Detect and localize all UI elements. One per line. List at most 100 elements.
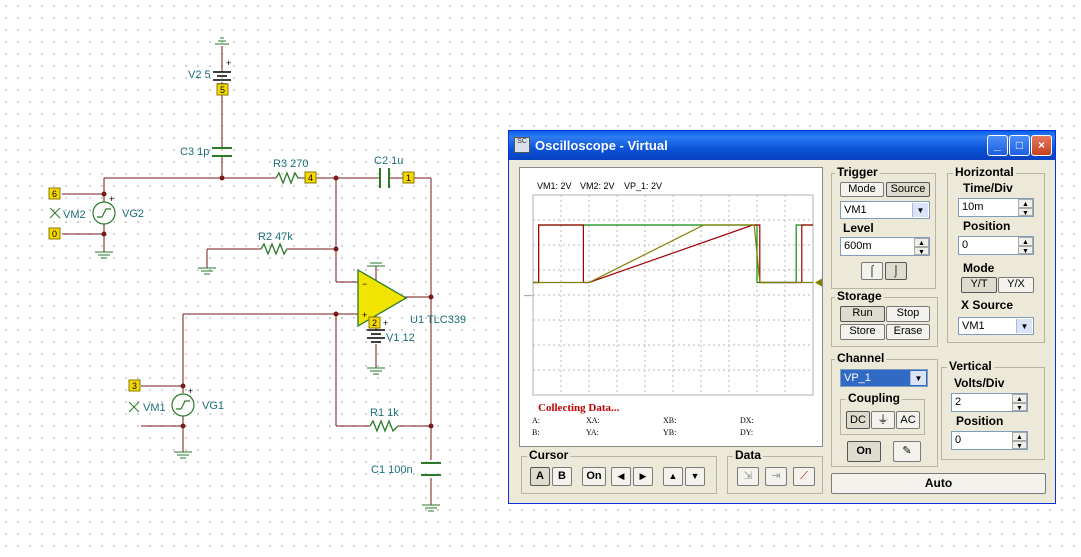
cursor-right-icon[interactable]: ▶ bbox=[633, 467, 653, 486]
window-title: Oscilloscope - Virtual bbox=[535, 138, 668, 153]
h-position-input[interactable]: 0 ▲▼ bbox=[958, 236, 1034, 255]
auto-button[interactable]: Auto bbox=[831, 473, 1046, 494]
label-c3: C3 1p bbox=[180, 146, 209, 158]
label-u1: U1 TLC339 bbox=[410, 314, 466, 326]
readout-b: B: bbox=[532, 428, 540, 437]
timediv-label: Time/Div bbox=[963, 181, 1013, 195]
v-position-input[interactable]: 0 ▲▼ bbox=[951, 431, 1028, 450]
h-position-value: 0 bbox=[962, 239, 969, 251]
label-c1: C1 100n bbox=[371, 464, 413, 476]
chevron-down-icon[interactable]: ▼ bbox=[910, 371, 926, 385]
trigger-title: Trigger bbox=[835, 165, 880, 179]
cursor-down-icon[interactable]: ▼ bbox=[685, 467, 705, 486]
data-group bbox=[727, 456, 823, 494]
timediv-input[interactable]: 10m ▲▼ bbox=[958, 198, 1034, 217]
falling-edge-icon[interactable]: ⌡ bbox=[885, 262, 907, 280]
zero-marker: — bbox=[524, 291, 532, 300]
storage-erase-button[interactable]: Erase bbox=[886, 324, 930, 340]
label-r1: R1 1k bbox=[370, 407, 399, 419]
trigger-mode-button[interactable]: Mode bbox=[840, 182, 884, 197]
label-v1: V1 12 bbox=[386, 332, 415, 344]
plus-v1: + bbox=[383, 318, 388, 328]
storage-store-button[interactable]: Store bbox=[840, 324, 885, 340]
color-picker-icon[interactable]: ✎ bbox=[893, 441, 921, 462]
import-icon[interactable]: ⇲ bbox=[737, 467, 759, 486]
data-title: Data bbox=[733, 448, 764, 462]
coupling-title: Coupling bbox=[846, 391, 902, 405]
cursor-left-icon[interactable]: ◀ bbox=[611, 467, 631, 486]
label-r3: R3 270 bbox=[273, 158, 308, 170]
rising-edge-icon[interactable]: ⌠ bbox=[861, 262, 883, 280]
storage-run-button[interactable]: Run bbox=[840, 306, 885, 322]
cursor-b-button[interactable]: B bbox=[552, 467, 572, 486]
plus-vg1: + bbox=[188, 386, 193, 396]
plus-vg2: + bbox=[109, 194, 114, 204]
readout-xa: XA: bbox=[586, 416, 600, 425]
v-position-spinner[interactable]: ▲▼ bbox=[1012, 432, 1027, 450]
coupling-dc-button[interactable]: DC bbox=[846, 411, 870, 429]
export-icon[interactable]: ⇥ bbox=[765, 467, 787, 486]
coupling-ac-button[interactable]: AC bbox=[896, 411, 920, 429]
storage-stop-button[interactable]: Stop bbox=[886, 306, 930, 322]
readout-dx: DX: bbox=[740, 416, 754, 425]
label-vg1: VG1 bbox=[202, 400, 224, 412]
trigger-source-button[interactable]: Source bbox=[886, 182, 930, 197]
h-position-spinner[interactable]: ▲▼ bbox=[1018, 237, 1033, 255]
label-vg2: VG2 bbox=[122, 208, 144, 220]
node-3: 3 bbox=[132, 381, 137, 391]
coupling-gnd-button[interactable]: ⏚ bbox=[871, 411, 895, 429]
node-4: 4 bbox=[308, 173, 313, 183]
cursor-on-button[interactable]: On bbox=[582, 467, 606, 486]
plus-v2: + bbox=[226, 58, 231, 68]
node-6: 6 bbox=[52, 189, 57, 199]
cursor-a-button[interactable]: A bbox=[530, 467, 550, 486]
xsource-value: VM1 bbox=[962, 320, 985, 332]
channel-select[interactable]: VP_1 ▼ bbox=[840, 369, 928, 387]
voltsdiv-spinner[interactable]: ▲▼ bbox=[1012, 394, 1027, 412]
channel-value: VP_1 bbox=[844, 372, 871, 384]
trace-3 bbox=[533, 224, 813, 284]
vertical-title: Vertical bbox=[947, 359, 994, 373]
trigger-source-select[interactable]: VM1 ▼ bbox=[840, 201, 930, 219]
timediv-value: 10m bbox=[962, 201, 984, 213]
label-vm2: VM2 bbox=[63, 209, 86, 221]
minimize-button[interactable]: _ bbox=[987, 135, 1008, 156]
trigger-level-spinner[interactable]: ▲▼ bbox=[914, 238, 929, 256]
node-5: 5 bbox=[220, 85, 225, 95]
opamp-minus: − bbox=[362, 279, 367, 289]
title-bar[interactable]: SC Oscilloscope - Virtual _ □ × bbox=[509, 131, 1055, 160]
close-button[interactable]: × bbox=[1031, 135, 1052, 156]
h-position-label: Position bbox=[963, 219, 1011, 233]
circuit-schematic: − + V2 5 C3 1p R3 270 C2 1u R2 47k VM2 V… bbox=[48, 37, 466, 512]
mode-yt-button[interactable]: Y/T bbox=[961, 277, 997, 293]
readout-xb: XB: bbox=[663, 416, 677, 425]
xsource-select[interactable]: VM1 ▼ bbox=[958, 317, 1034, 335]
trigger-group bbox=[831, 173, 936, 289]
cursor-up-icon[interactable]: ▲ bbox=[663, 467, 683, 486]
graph-icon[interactable]: ⟋ bbox=[793, 467, 815, 486]
trigger-level-input[interactable]: 600m ▲▼ bbox=[840, 237, 930, 256]
trigger-level-value: 600m bbox=[844, 240, 872, 252]
status-text: Collecting Data... bbox=[538, 402, 620, 414]
channel-label-vm1: VM1: 2V bbox=[537, 181, 572, 191]
scope-graph: — bbox=[524, 194, 822, 396]
timediv-spinner[interactable]: ▲▼ bbox=[1018, 199, 1033, 217]
opamp-plus: + bbox=[362, 310, 367, 320]
maximize-button[interactable]: □ bbox=[1009, 135, 1030, 156]
h-mode-label: Mode bbox=[963, 261, 995, 275]
mode-yx-button[interactable]: Y/X bbox=[998, 277, 1034, 293]
xsource-label: X Source bbox=[961, 298, 1014, 312]
storage-title: Storage bbox=[835, 289, 884, 303]
readout-ya: YA: bbox=[586, 428, 599, 437]
trace-2 bbox=[533, 224, 813, 284]
channel-title: Channel bbox=[835, 351, 887, 365]
channel-on-button[interactable]: On bbox=[847, 441, 881, 462]
cursor-group bbox=[521, 456, 717, 494]
readout-yb: YB: bbox=[663, 428, 677, 437]
v-position-label: Position bbox=[956, 414, 1004, 428]
oscilloscope-window[interactable]: SC Oscilloscope - Virtual _ □ × — VM1: 2… bbox=[508, 130, 1056, 504]
chevron-down-icon[interactable]: ▼ bbox=[1016, 319, 1032, 333]
chevron-down-icon[interactable]: ▼ bbox=[912, 203, 928, 217]
voltsdiv-input[interactable]: 2 ▲▼ bbox=[951, 393, 1028, 412]
trigger-level-marker bbox=[815, 278, 822, 287]
